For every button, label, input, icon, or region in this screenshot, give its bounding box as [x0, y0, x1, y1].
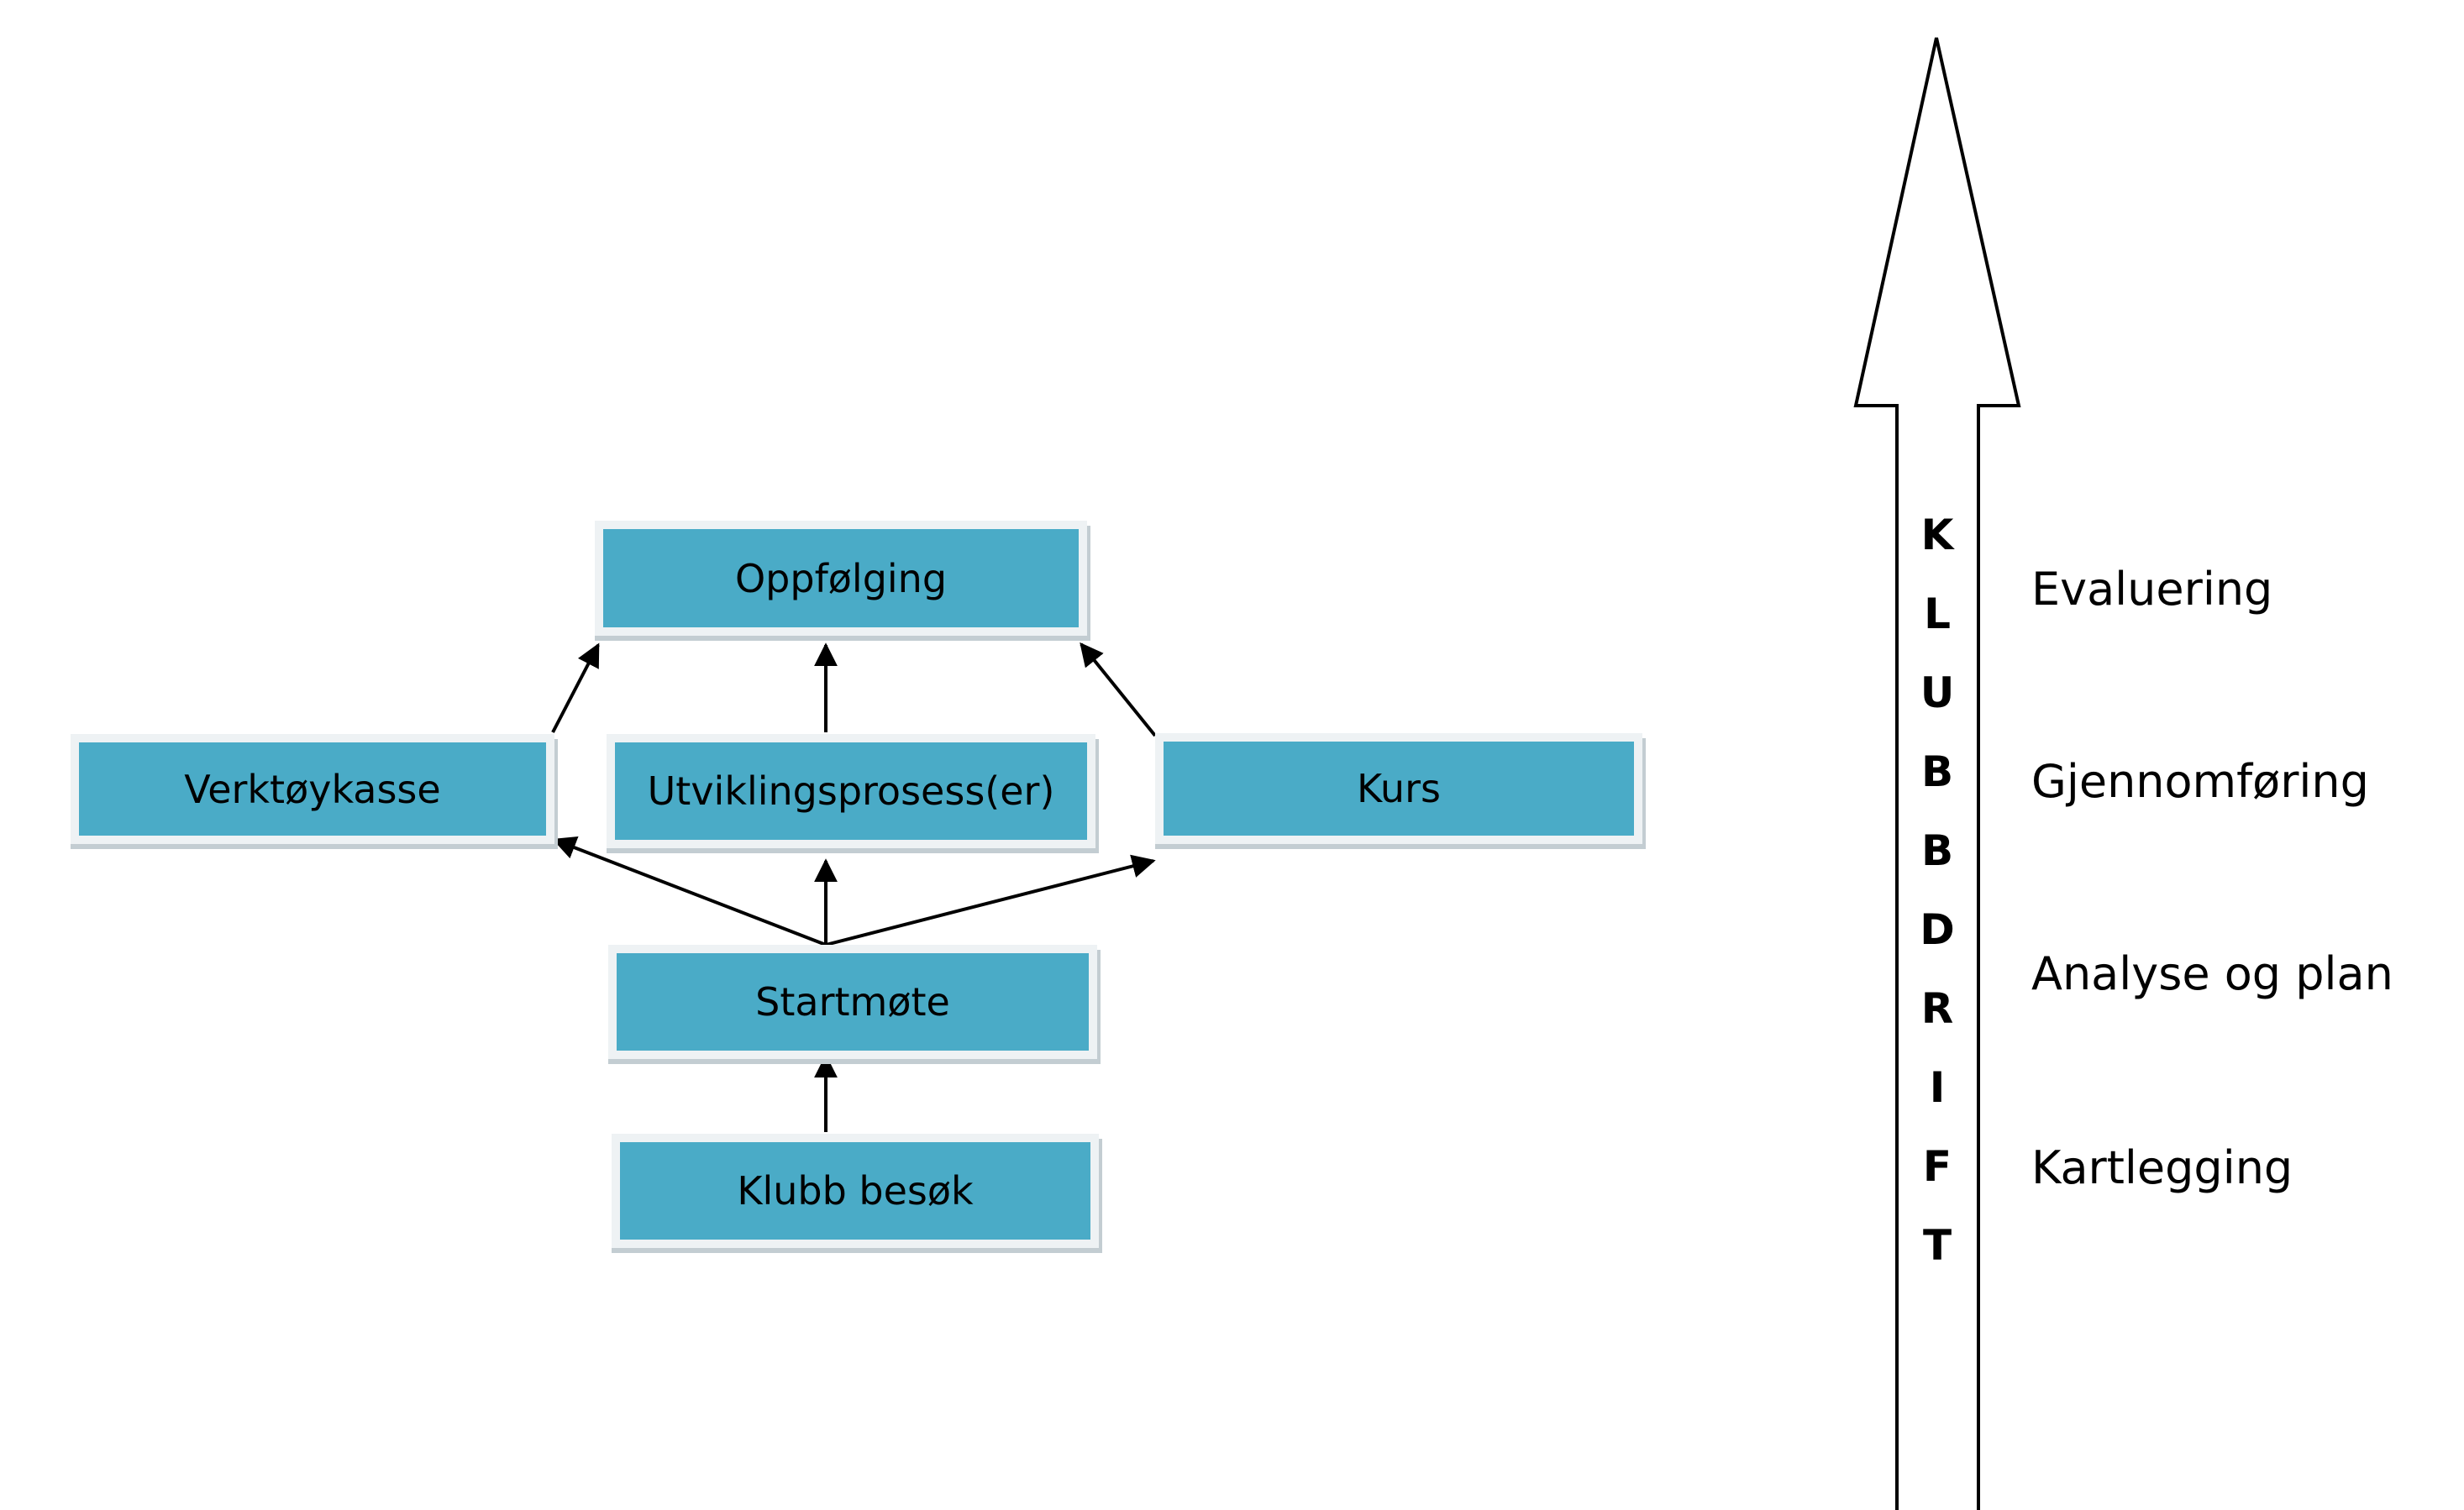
arrow-verktoykasse-to-oppfolging: [551, 642, 600, 733]
box-klubb-besok: Klubb besøk: [612, 1134, 1099, 1248]
arrow-startmote-to-verktoykasse: [552, 836, 827, 946]
box-startmote: Startmøte: [608, 945, 1097, 1059]
arrow-kurs-to-oppfolging: [1080, 642, 1157, 737]
stage-label-kartlegging: Kartlegging: [2031, 1141, 2293, 1194]
arrow-letter: U: [1920, 668, 1955, 717]
stage-label-gjennomforing: Gjennomføring: [2031, 755, 2369, 808]
box-kurs: Kurs: [1155, 733, 1642, 844]
arrow-startmote-to-kurs: [825, 854, 1156, 946]
stage-label-evaluering: Evaluering: [2031, 563, 2273, 616]
klubbdrift-up-arrow-icon: [1853, 37, 2021, 1510]
arrow-letter: B: [1920, 747, 1954, 796]
stage-label-analyse-og-plan: Analyse og plan: [2031, 947, 2393, 1000]
box-oppfolging: Oppfølging: [595, 521, 1087, 636]
box-utviklingsprosess: Utviklingsprosess(er): [607, 734, 1095, 848]
arrow-letter: K: [1920, 511, 1954, 559]
arrow-letter: R: [1920, 984, 1954, 1033]
arrow-letter: L: [1924, 590, 1951, 638]
arrow-letter: T: [1922, 1221, 1952, 1270]
box-verktoykasse: Verktøykasse: [71, 734, 554, 844]
arrow-letter: B: [1920, 826, 1954, 875]
arrow-letter: I: [1929, 1063, 1946, 1112]
arrow-letter: D: [1920, 905, 1955, 954]
arrow-letter: F: [1922, 1142, 1952, 1191]
